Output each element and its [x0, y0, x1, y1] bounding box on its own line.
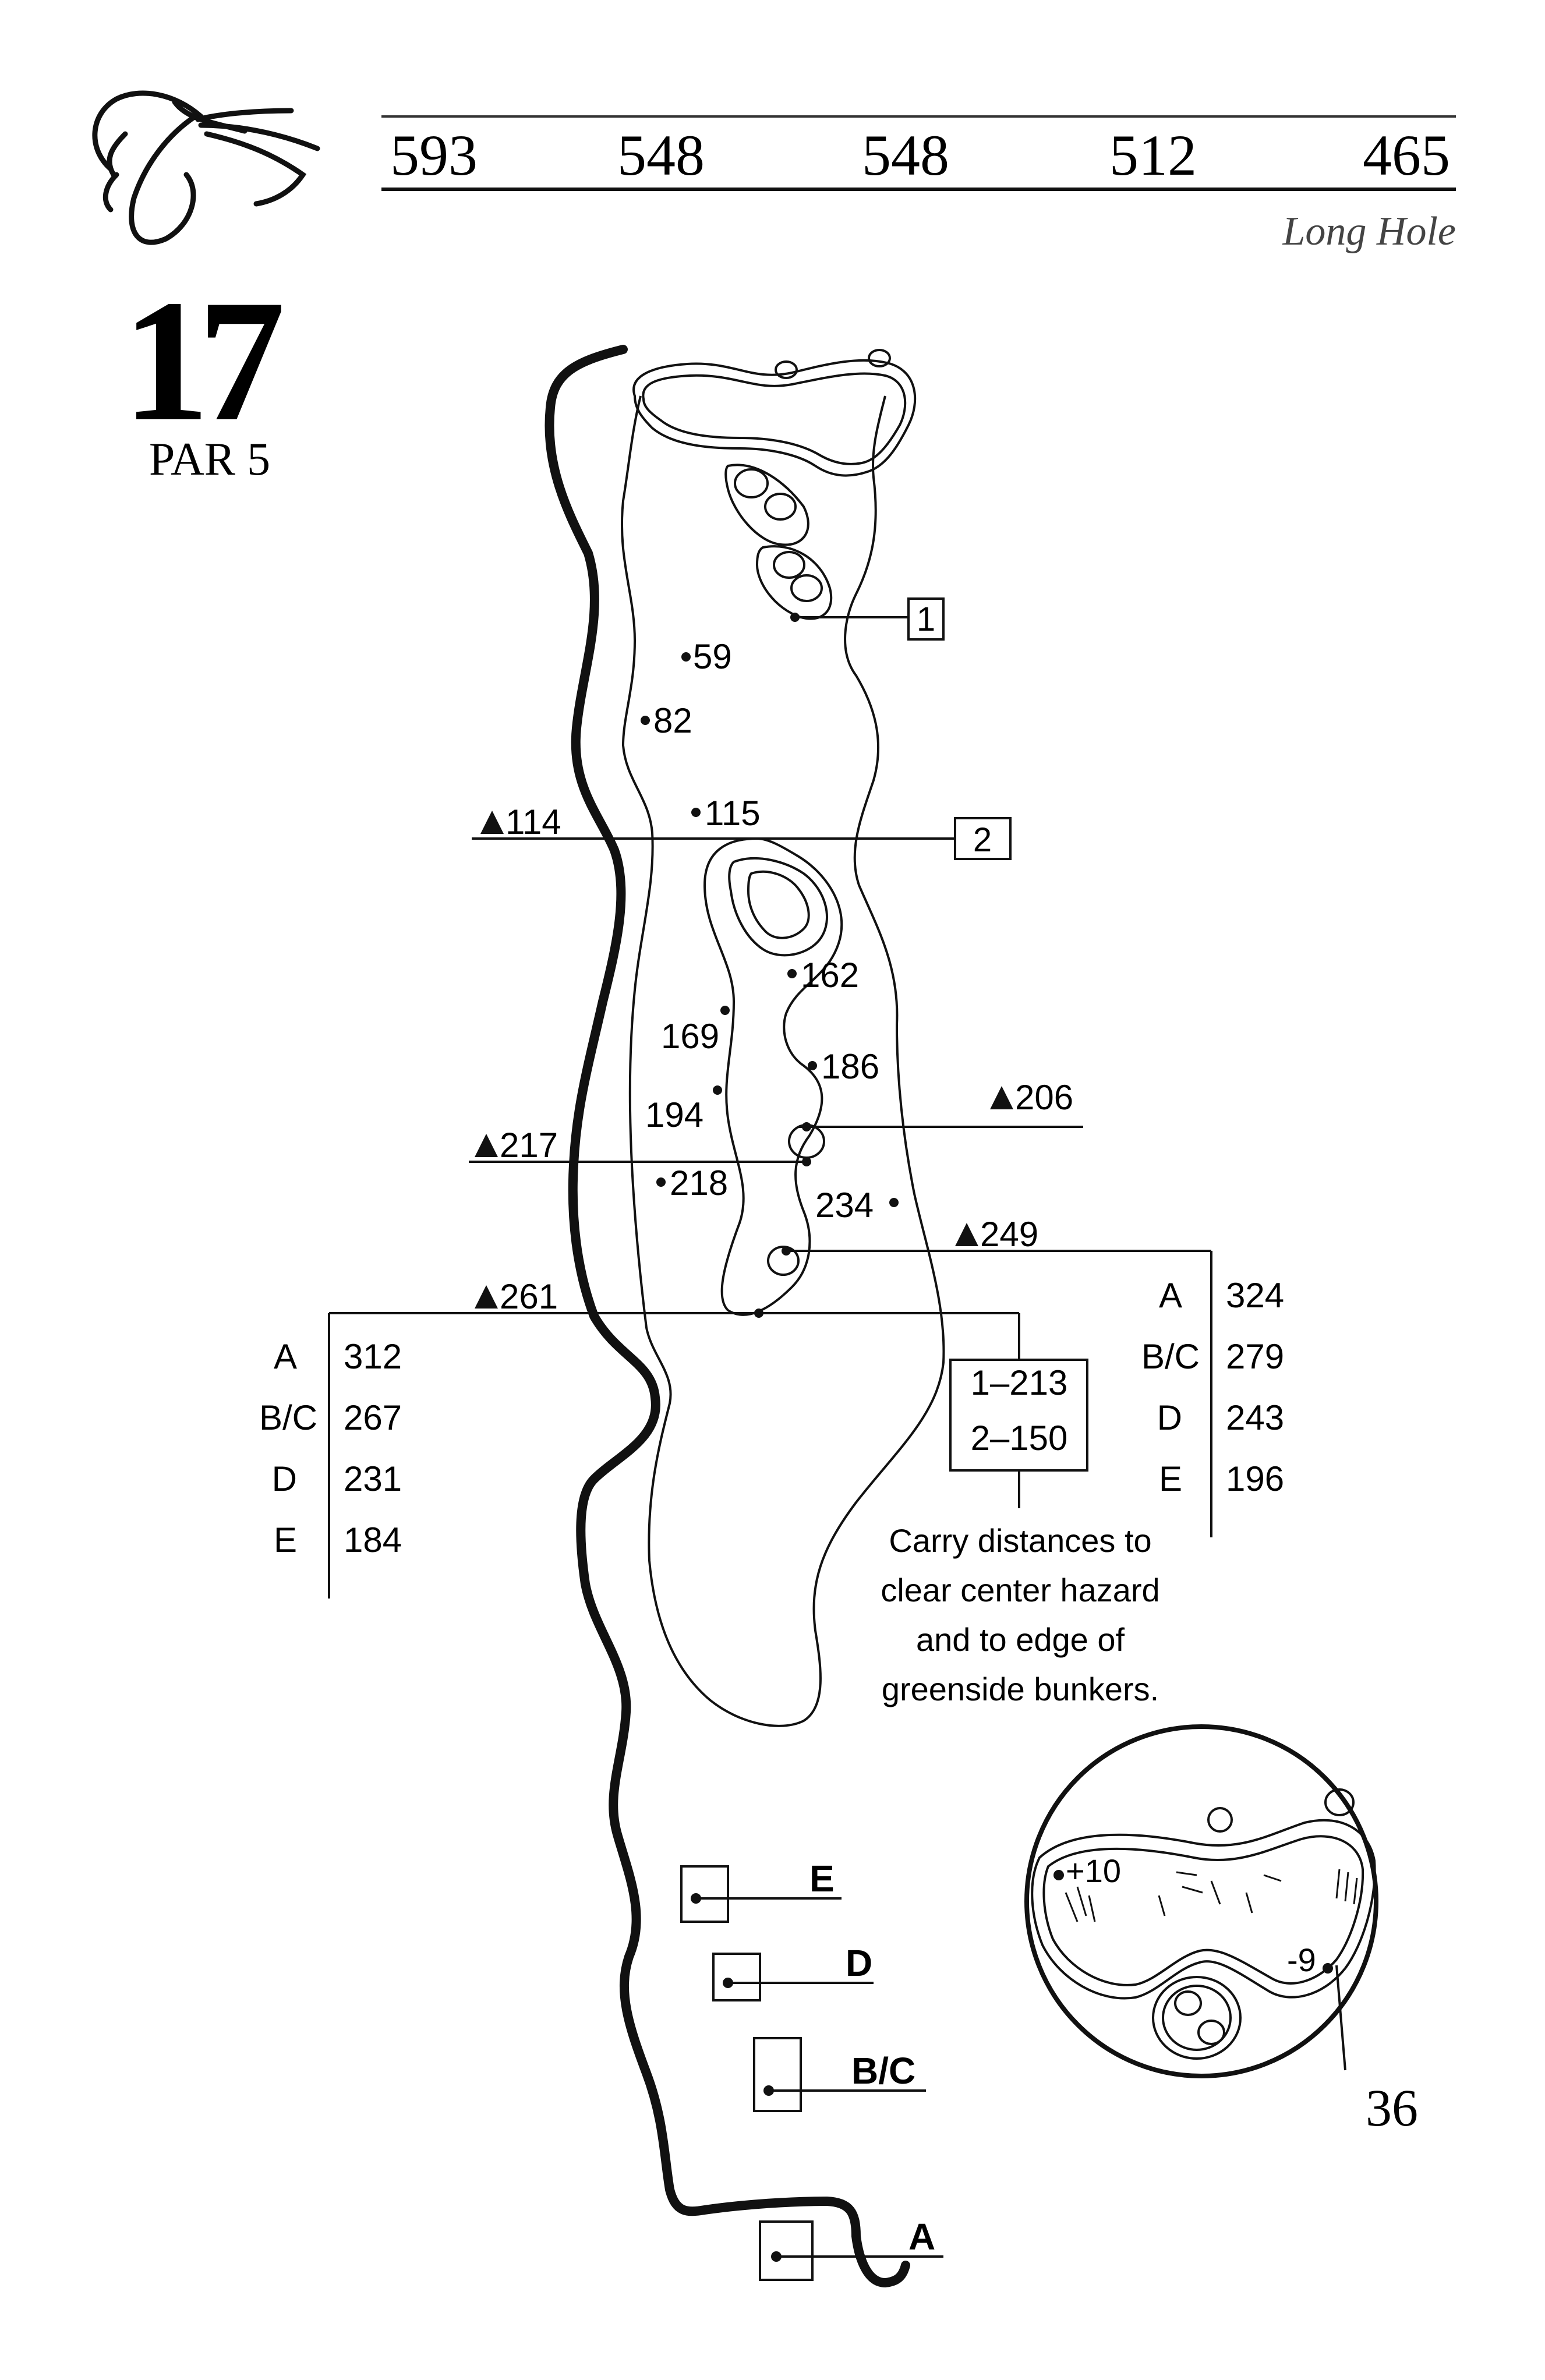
- carry-note-line: Carry distances to: [889, 1522, 1151, 1559]
- tee-box-e: E: [680, 1858, 842, 1923]
- slope-arrows: [1065, 1869, 1358, 1922]
- carry-label-261: 261: [500, 1277, 558, 1316]
- yardage-dot: [641, 716, 650, 725]
- right-table-label: A: [1159, 1276, 1182, 1315]
- greenside-pot-bunker: [775, 360, 798, 379]
- carry-label-114: 114: [505, 802, 561, 841]
- tee-box-d: D: [712, 1942, 874, 2001]
- right-table-label: E: [1159, 1459, 1182, 1498]
- yardage-label-169: 169: [661, 1017, 719, 1056]
- yardage-label-162: 162: [801, 956, 859, 995]
- carry-label-217: 217: [500, 1126, 558, 1165]
- yardage-dot: [681, 652, 691, 662]
- tee-label-a: A: [908, 2216, 935, 2258]
- yardage-dot: [889, 1198, 899, 1207]
- center-hazard-bunker: [728, 857, 828, 957]
- yardage-label-218: 218: [670, 1164, 728, 1203]
- yardage-label-82: 82: [653, 701, 692, 740]
- layup-marker-2-label: 2: [973, 821, 992, 859]
- center-hazard: [703, 837, 843, 1316]
- yardage-tee-bc: 548: [617, 123, 705, 188]
- left-carry-table: A 312 B/C 267 D 231 E 184: [259, 1337, 402, 1559]
- yardage-label-186: 186: [821, 1047, 879, 1086]
- right-table-value: 279: [1226, 1337, 1284, 1376]
- left-table-label: E: [274, 1520, 297, 1559]
- triangle-icon: [475, 1134, 498, 1157]
- yardage-dots: 59 82 115 162 169 186 194 218 234: [641, 637, 899, 1225]
- fairway-bunkers-upper: [724, 464, 833, 620]
- carry-note: Carry distances to clear center hazard a…: [881, 1522, 1159, 1707]
- center-carry-box: 1–213 2–150: [949, 1359, 1088, 1508]
- carry-label-249: 249: [980, 1215, 1038, 1254]
- carry-note-line: clear center hazard: [881, 1572, 1159, 1608]
- center-hazard-bunker-inner: [747, 870, 810, 939]
- right-table-label: D: [1157, 1398, 1182, 1437]
- triangle-icon: [990, 1086, 1013, 1109]
- yardage-dot: [713, 1085, 722, 1095]
- left-table-label: B/C: [259, 1398, 317, 1437]
- inset-minus-label: -9: [1287, 1942, 1316, 1978]
- pot-bunker: [767, 1246, 800, 1276]
- layup-marker-1-label: 1: [917, 600, 935, 638]
- left-table-label: A: [274, 1337, 297, 1376]
- hazard-carry-lines: 114 206 217 249 261: [328, 802, 1212, 1599]
- carry-label-206: 206: [1015, 1078, 1073, 1117]
- long-hole-note: Long Hole: [1282, 209, 1456, 254]
- hazard-line: [545, 345, 910, 2288]
- triangle-icon: [475, 1285, 498, 1309]
- carry-note-line: and to edge of: [916, 1621, 1125, 1658]
- tee-label-e: E: [809, 1858, 835, 1900]
- green-detail-inset: +10 -9: [1024, 1724, 1378, 2078]
- layup-marker-1: 1: [790, 597, 945, 641]
- yardage-tee-bc2: 548: [862, 123, 949, 188]
- center-box-line1: 1–213: [971, 1363, 1068, 1402]
- par-label: PAR 5: [149, 434, 270, 485]
- yardage-label-115: 115: [705, 794, 761, 833]
- yardage-tee-a: 593: [390, 123, 478, 188]
- yardage-row: 593 548 548 512 465: [390, 123, 1450, 188]
- greenside-pot-bunker: [868, 349, 891, 367]
- right-table-value: 324: [1226, 1276, 1284, 1315]
- tee-boxes: E D B/C A: [680, 1858, 943, 2281]
- hole-number: 17: [122, 264, 282, 457]
- right-table-label: B/C: [1141, 1337, 1200, 1376]
- left-table-value: 312: [344, 1337, 402, 1376]
- yardage-label-59: 59: [693, 637, 732, 676]
- left-table-label: D: [272, 1459, 297, 1498]
- left-table-value: 231: [344, 1459, 402, 1498]
- triangle-icon: [480, 811, 504, 834]
- yardage-tee-e: 465: [1363, 123, 1450, 188]
- tee-label-bc: B/C: [851, 2050, 915, 2092]
- layup-marker-2: 2: [472, 817, 1012, 860]
- yardage-dot: [787, 969, 797, 978]
- left-table-value: 184: [344, 1520, 402, 1559]
- yardage-tee-d: 512: [1109, 123, 1197, 188]
- triangle-icon: [955, 1223, 978, 1246]
- right-table-value: 196: [1226, 1459, 1284, 1498]
- right-carry-table: A 324 B/C 279 D 243 E 196: [1141, 1276, 1284, 1498]
- tee-box-bc: B/C: [753, 2037, 926, 2112]
- inset-plus-label: +10: [1066, 1852, 1121, 1889]
- green-outline: [632, 359, 917, 477]
- green-inner-outline: [642, 372, 907, 465]
- right-table-value: 243: [1226, 1398, 1284, 1437]
- carry-note-line: greenside bunkers.: [882, 1671, 1159, 1707]
- yardage-dot: [656, 1177, 666, 1187]
- center-box-line2: 2–150: [971, 1419, 1068, 1458]
- tee-label-d: D: [846, 1942, 872, 1984]
- inset-green-outline: [1031, 1819, 1376, 2000]
- yardage-dot: [808, 1061, 817, 1070]
- left-table-value: 267: [344, 1398, 402, 1437]
- yardage-label-234: 234: [815, 1186, 874, 1225]
- tee-box-a: A: [759, 2216, 943, 2281]
- yardage-dot: [691, 808, 701, 817]
- yardage-dot: [720, 1006, 730, 1015]
- page-number: 36: [1366, 2080, 1418, 2137]
- fairway-outline: [620, 395, 945, 1727]
- course-logo: [92, 90, 320, 245]
- yardage-label-194: 194: [645, 1095, 703, 1134]
